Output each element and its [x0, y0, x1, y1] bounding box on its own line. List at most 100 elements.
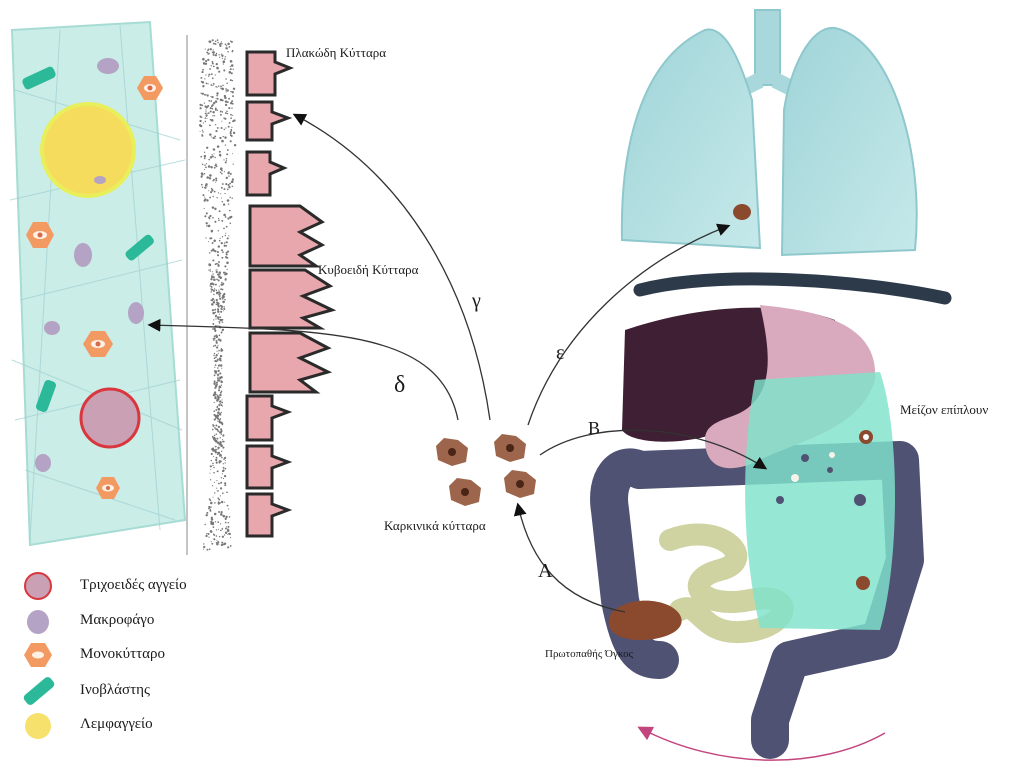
membrane-dot	[214, 438, 216, 440]
membrane-dot	[206, 113, 207, 114]
membrane-dot	[231, 135, 233, 137]
membrane-dot	[232, 186, 234, 188]
membrane-dot	[225, 516, 227, 518]
membrane-dot	[219, 298, 221, 300]
membrane-dot	[208, 112, 210, 114]
membrane-dot	[232, 80, 233, 81]
membrane-dot	[229, 216, 231, 218]
membrane-dot	[211, 518, 213, 520]
membrane-dot	[204, 208, 205, 209]
membrane-dot	[228, 203, 229, 204]
membrane-dot	[223, 435, 225, 437]
membrane-dot	[225, 522, 227, 524]
membrane-dot	[221, 477, 222, 478]
membrane-dot	[225, 144, 226, 145]
membrane-dot	[219, 240, 221, 242]
membrane-dot	[216, 433, 218, 435]
membrane-dot	[220, 193, 221, 194]
membrane-dot	[202, 130, 203, 131]
membrane-dot	[203, 543, 204, 544]
membrane-dot	[218, 306, 219, 307]
membrane-dot	[220, 397, 221, 398]
membrane-dot	[230, 117, 232, 119]
membrane-dot	[204, 173, 206, 175]
membrane-dot	[229, 183, 231, 185]
membrane-dot	[219, 57, 220, 58]
membrane-dot	[216, 279, 218, 281]
membrane-dot	[199, 120, 201, 122]
membrane-dot	[218, 426, 220, 428]
membrane-dot	[217, 447, 219, 449]
membrane-dot	[213, 456, 214, 457]
membrane-dot	[211, 188, 213, 190]
membrane-dot	[206, 109, 207, 110]
membrane-dot	[222, 329, 224, 331]
membrane-dot	[218, 490, 219, 491]
membrane-dot	[233, 88, 235, 90]
membrane-dot	[217, 254, 219, 256]
membrane-dot	[206, 118, 207, 119]
membrane-dot	[222, 85, 224, 87]
membrane-dot	[212, 196, 213, 197]
membrane-dot	[205, 63, 207, 65]
membrane-dot	[214, 391, 216, 393]
membrane-dot	[234, 144, 236, 146]
membrane-dot	[205, 49, 206, 50]
membrane-dot	[220, 392, 222, 394]
membrane-dot	[217, 418, 219, 420]
membrane-dot	[214, 367, 215, 368]
membrane-dot	[219, 137, 221, 139]
membrane-dot	[221, 385, 222, 386]
membrane-dot	[218, 85, 219, 86]
membrane-dot	[217, 87, 218, 88]
membrane-dot	[209, 177, 211, 179]
membrane-dot	[231, 181, 234, 184]
membrane-dot	[221, 391, 223, 393]
membrane-dot	[220, 339, 221, 340]
membrane-dot	[200, 77, 202, 79]
membrane-dot	[220, 364, 222, 366]
membrane-dot	[208, 533, 210, 535]
membrane-dot	[230, 173, 232, 175]
membrane-dot	[218, 350, 220, 352]
membrane-dot	[225, 462, 226, 463]
membrane-dot	[210, 502, 213, 505]
membrane-dot	[204, 215, 206, 217]
membrane-dot	[226, 160, 227, 161]
membrane-dot	[221, 528, 223, 530]
membrane-dot	[224, 484, 226, 486]
membrane-dot	[212, 111, 214, 113]
membrane-dot	[206, 212, 208, 214]
membrane-dot	[216, 292, 218, 294]
membrane-dot	[214, 380, 216, 382]
membrane-dot	[217, 521, 219, 523]
membrane-dot	[226, 258, 227, 259]
membrane-dot	[216, 197, 217, 198]
membrane-dot	[221, 402, 223, 404]
membrane-dot	[214, 309, 216, 311]
membrane-dot	[216, 63, 218, 65]
membrane-dot	[214, 328, 216, 330]
membrane-dot	[207, 49, 209, 51]
membrane-dot	[221, 54, 223, 56]
membrane-dot	[205, 114, 207, 116]
membrane-dot	[200, 107, 202, 109]
membrane-dot	[209, 510, 211, 512]
membrane-dot	[218, 218, 219, 219]
membrane-dot	[219, 296, 220, 297]
membrane-dot	[214, 289, 215, 290]
membrane-dot	[227, 546, 229, 548]
membrane-dot	[221, 220, 223, 222]
membrane-dot	[227, 43, 230, 46]
membrane-dot	[217, 265, 219, 267]
membrane-dot	[212, 39, 214, 41]
membrane-dot	[222, 473, 223, 474]
membrane-dot	[217, 273, 219, 275]
membrane-dot	[231, 100, 233, 102]
membrane-dot	[217, 318, 219, 320]
membrane-dot	[201, 71, 203, 73]
membrane-dot	[216, 53, 217, 54]
membrane-dot	[215, 124, 216, 125]
membrane-dot	[217, 411, 220, 414]
membrane-dot	[221, 434, 222, 435]
